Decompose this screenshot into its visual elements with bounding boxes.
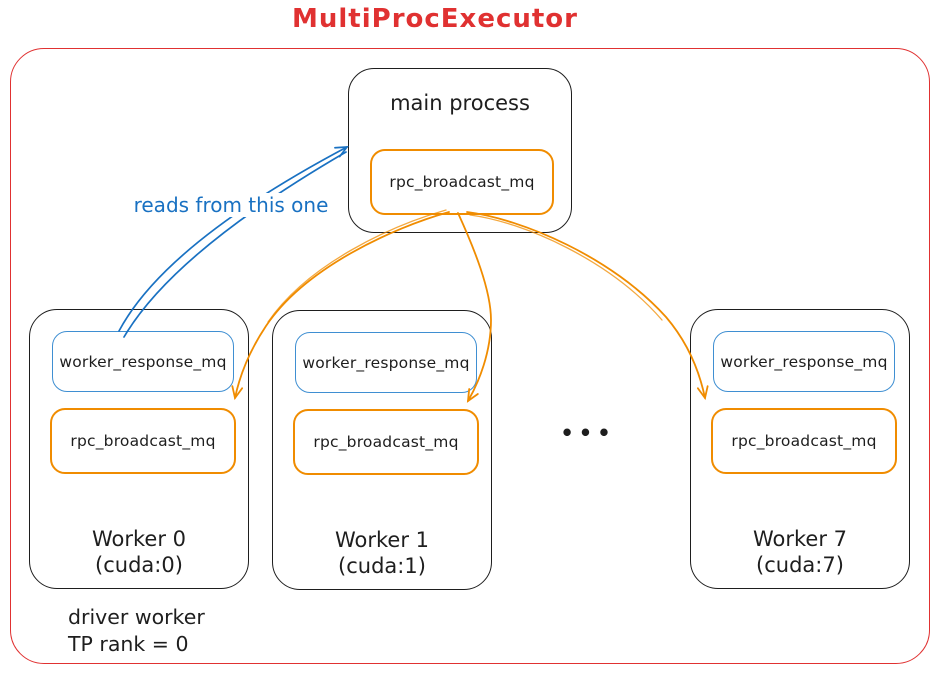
worker-7-label: Worker 7 (cuda:7): [691, 526, 909, 578]
main-process-box: main process rpc_broadcast_mq: [348, 68, 572, 233]
main-rpc-broadcast-mq-box: rpc_broadcast_mq: [370, 149, 554, 215]
worker-1-response-mq-label: worker_response_mq: [302, 353, 470, 372]
worker-7-name: Worker 7: [752, 527, 848, 551]
worker-7-broadcast-mq-box: rpc_broadcast_mq: [711, 408, 897, 474]
worker-1-box: worker_response_mq rpc_broadcast_mq Work…: [272, 310, 492, 590]
ellipsis-dots: •••: [560, 421, 616, 445]
worker-7-box: worker_response_mq rpc_broadcast_mq Work…: [690, 309, 910, 589]
worker-0-broadcast-mq-box: rpc_broadcast_mq: [50, 408, 236, 474]
executor-frame: [10, 48, 930, 664]
worker-1-name: Worker 1: [334, 528, 430, 552]
worker-0-response-mq-label: worker_response_mq: [59, 352, 227, 371]
worker-0-box: worker_response_mq rpc_broadcast_mq Work…: [29, 309, 249, 589]
worker-0-response-mq-box: worker_response_mq: [52, 331, 234, 392]
worker-7-device: (cuda:7): [756, 553, 844, 577]
driver-worker-note-line1: driver worker: [68, 605, 205, 629]
worker-1-label: Worker 1 (cuda:1): [273, 527, 491, 579]
driver-worker-note: driver worker TP rank = 0: [68, 604, 205, 658]
reads-from-annotation: reads from this one: [126, 193, 336, 217]
worker-0-name: Worker 0: [91, 527, 187, 551]
worker-1-device: (cuda:1): [338, 554, 426, 578]
diagram-title: MultiProcExecutor: [292, 4, 578, 34]
worker-1-broadcast-mq-label: rpc_broadcast_mq: [313, 433, 459, 451]
worker-7-broadcast-mq-label: rpc_broadcast_mq: [731, 432, 877, 450]
worker-7-response-mq-label: worker_response_mq: [720, 352, 888, 371]
worker-0-broadcast-mq-label: rpc_broadcast_mq: [70, 432, 216, 450]
worker-1-broadcast-mq-box: rpc_broadcast_mq: [293, 409, 479, 475]
driver-worker-note-line2: TP rank = 0: [68, 632, 189, 656]
worker-0-label: Worker 0 (cuda:0): [30, 526, 248, 578]
worker-1-response-mq-box: worker_response_mq: [295, 332, 477, 393]
main-rpc-broadcast-mq-label: rpc_broadcast_mq: [389, 173, 535, 191]
worker-0-device: (cuda:0): [95, 553, 183, 577]
worker-7-response-mq-box: worker_response_mq: [713, 331, 895, 392]
main-process-label: main process: [390, 91, 530, 115]
